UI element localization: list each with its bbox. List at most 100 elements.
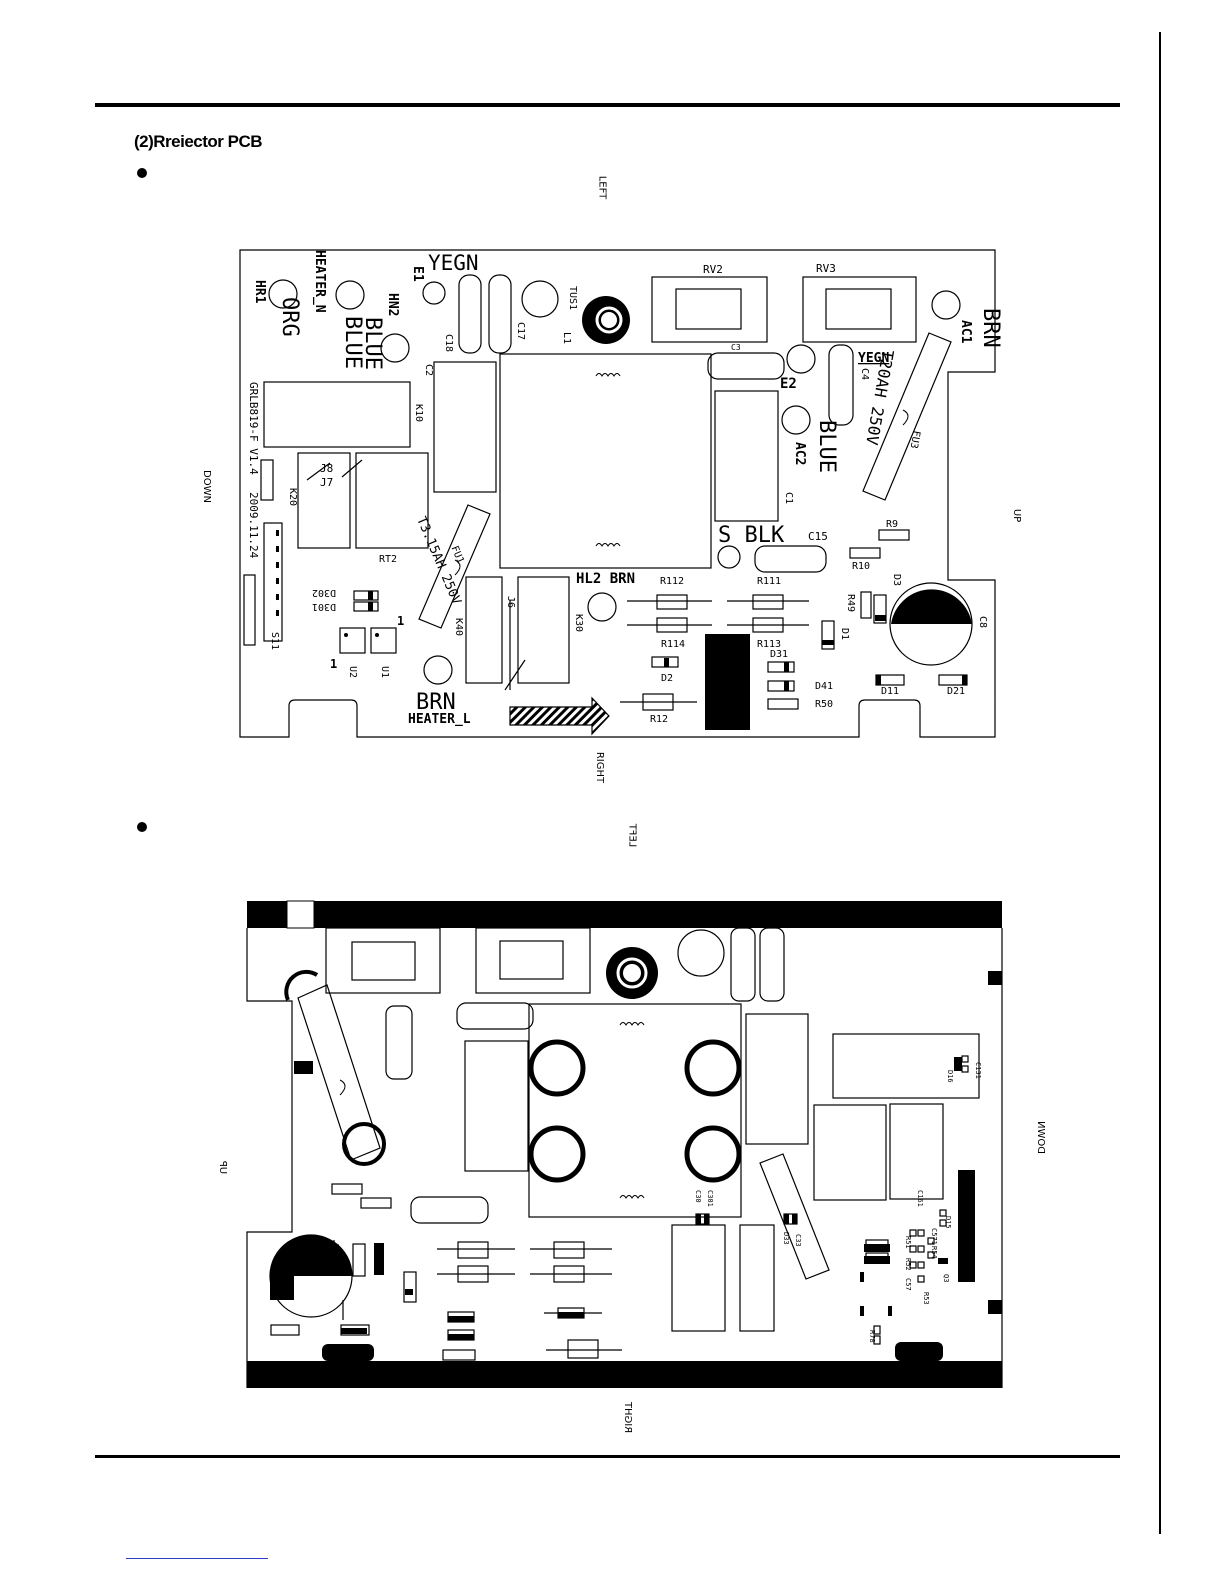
label-date: 2009.11.24 bbox=[247, 492, 260, 559]
pcb1-heatsink bbox=[705, 634, 750, 730]
pcb1-d3 bbox=[873, 594, 887, 624]
label-u2: U2 bbox=[347, 666, 358, 678]
label-k30: K30 bbox=[573, 614, 584, 632]
pcb1-d302 bbox=[353, 590, 379, 601]
pcb1-transformer bbox=[499, 353, 712, 569]
pcb2-label-c131: C131 bbox=[974, 1062, 982, 1079]
pcb1-c4 bbox=[828, 344, 854, 426]
label-d1: D1 bbox=[839, 628, 850, 640]
pcb2-copper-side: D16 C161 C131 D15 C571 R51 R52 R54 C57 Q… bbox=[246, 900, 1003, 1388]
label-tus1: TUS1 bbox=[567, 286, 578, 310]
label-r10: R10 bbox=[852, 561, 870, 572]
pcb1-k20 bbox=[297, 452, 351, 549]
pcb2-varistor-2 bbox=[475, 927, 591, 994]
pcb1-rv2 bbox=[651, 276, 768, 343]
pcb1-r50 bbox=[767, 698, 799, 710]
label-e2: E2 bbox=[780, 376, 797, 392]
label-blue-1: BLUE bbox=[360, 317, 385, 370]
pcb2-varistor-1 bbox=[325, 927, 441, 994]
pcb2-connector bbox=[958, 1170, 975, 1282]
label-blue-ac2: BLUE bbox=[814, 420, 839, 473]
label-rt2: RT2 bbox=[379, 554, 397, 565]
footer-rule bbox=[95, 1455, 1120, 1458]
label-ac2: AC2 bbox=[792, 442, 807, 465]
pcb2-label-c161: C161 bbox=[916, 1190, 924, 1207]
label-blue-2: BLUE bbox=[340, 316, 365, 369]
label-k40: K40 bbox=[453, 618, 464, 636]
label-l1: L1 bbox=[561, 332, 572, 344]
pcb1-hole-e2 bbox=[786, 344, 816, 374]
pcb2-board-outline bbox=[246, 928, 1003, 1388]
pcb2-label-c57: C57 bbox=[904, 1278, 912, 1291]
section-title: (2)Rreiector PCB bbox=[134, 132, 263, 151]
pcb1-hole-hr1 bbox=[268, 279, 298, 309]
label-brn-ac1: BRN bbox=[978, 308, 1003, 348]
pcb2-label-q3: Q3 bbox=[942, 1274, 950, 1282]
label-c15: C15 bbox=[808, 530, 828, 543]
pcb1-hole-hl2 bbox=[587, 592, 617, 622]
pcb1-c2 bbox=[433, 361, 497, 493]
pcb1-d301 bbox=[353, 601, 379, 612]
label-d41: D41 bbox=[815, 681, 833, 692]
pcb1-fu1 bbox=[418, 504, 491, 629]
pcb1-s11 bbox=[263, 522, 283, 642]
pcb1-c8-fill bbox=[891, 589, 972, 624]
pcb1-direction-arrow bbox=[509, 696, 610, 736]
label-d3: D3 bbox=[891, 574, 902, 586]
pcb1-hole-e1 bbox=[422, 281, 446, 305]
pcb1-d31 bbox=[767, 661, 795, 673]
label-d2: D2 bbox=[661, 673, 673, 684]
pcb1-c18 bbox=[458, 274, 482, 354]
label-u1: U1 bbox=[379, 666, 390, 678]
label-k20: K20 bbox=[287, 488, 298, 506]
label-j6: J6 bbox=[505, 596, 516, 608]
pcb2-top-band bbox=[314, 901, 1002, 928]
pcb1-hole-hn2 bbox=[380, 333, 410, 363]
footer-link-underline bbox=[126, 1558, 268, 1559]
pcb1-board-outline bbox=[239, 249, 996, 738]
pcb1-c1 bbox=[714, 390, 779, 522]
label-rv2: RV2 bbox=[703, 263, 723, 276]
label-j8: J8 bbox=[320, 462, 333, 475]
label-c2: C2 bbox=[423, 364, 434, 376]
label-heater-n: HEATER_N bbox=[312, 250, 327, 313]
label-c8: C8 bbox=[977, 616, 988, 628]
pcb1-silkscreen: YEGN E1 HEATER_N HR1 ORG HN2 BLUE BLUE C… bbox=[239, 249, 1003, 738]
label-pin1b: 1 bbox=[330, 657, 337, 671]
pcb2-cap-fill bbox=[270, 1235, 352, 1276]
label-fu3: FU3 bbox=[908, 430, 922, 450]
label-rv3: RV3 bbox=[816, 262, 836, 275]
label-heater-l: HEATER_L bbox=[408, 712, 471, 727]
label-yegn-2: YEGN bbox=[858, 351, 889, 366]
pcb2-label-c30: C30 bbox=[694, 1190, 702, 1203]
pcb1-k10 bbox=[263, 381, 411, 448]
bullet-pcb-1 bbox=[137, 168, 147, 178]
bullet-pcb-2 bbox=[137, 822, 147, 832]
pcb1-hole-ac1 bbox=[931, 290, 961, 320]
pcb2-label-d15: D15 bbox=[944, 1216, 952, 1229]
pcb1-k40 bbox=[465, 576, 503, 684]
pcb1-d1 bbox=[821, 620, 835, 650]
label-hn2: HN2 bbox=[385, 293, 400, 316]
label-r111: R111 bbox=[757, 576, 781, 587]
label-c4: C4 bbox=[859, 368, 870, 380]
header-rule bbox=[95, 103, 1120, 107]
pcb2-label-c301: C301 bbox=[706, 1190, 714, 1207]
label-s-blk: S BLK bbox=[718, 523, 785, 548]
label-r9: R9 bbox=[886, 519, 898, 530]
pcb1-c15 bbox=[754, 545, 827, 573]
label-org: ORG bbox=[277, 297, 302, 337]
label-yegn-top: YEGN bbox=[428, 251, 479, 275]
pcb2-label-d33: D33 bbox=[782, 1232, 790, 1245]
label-d21: D21 bbox=[947, 686, 965, 697]
pcb2-label-r78: R78 bbox=[868, 1330, 876, 1343]
label-j7: J7 bbox=[320, 476, 333, 489]
pcb1-k30 bbox=[517, 576, 570, 684]
pcb2-transformer bbox=[528, 1003, 742, 1218]
pcb2-edge-left: LEFT bbox=[626, 823, 638, 848]
pcb2-label-r52: R52 bbox=[904, 1258, 912, 1271]
pcb1-d41 bbox=[767, 680, 795, 692]
pcb1-u2 bbox=[339, 627, 366, 654]
pcb2-label-d16: D16 bbox=[946, 1070, 954, 1083]
label-c18: C18 bbox=[443, 334, 454, 352]
